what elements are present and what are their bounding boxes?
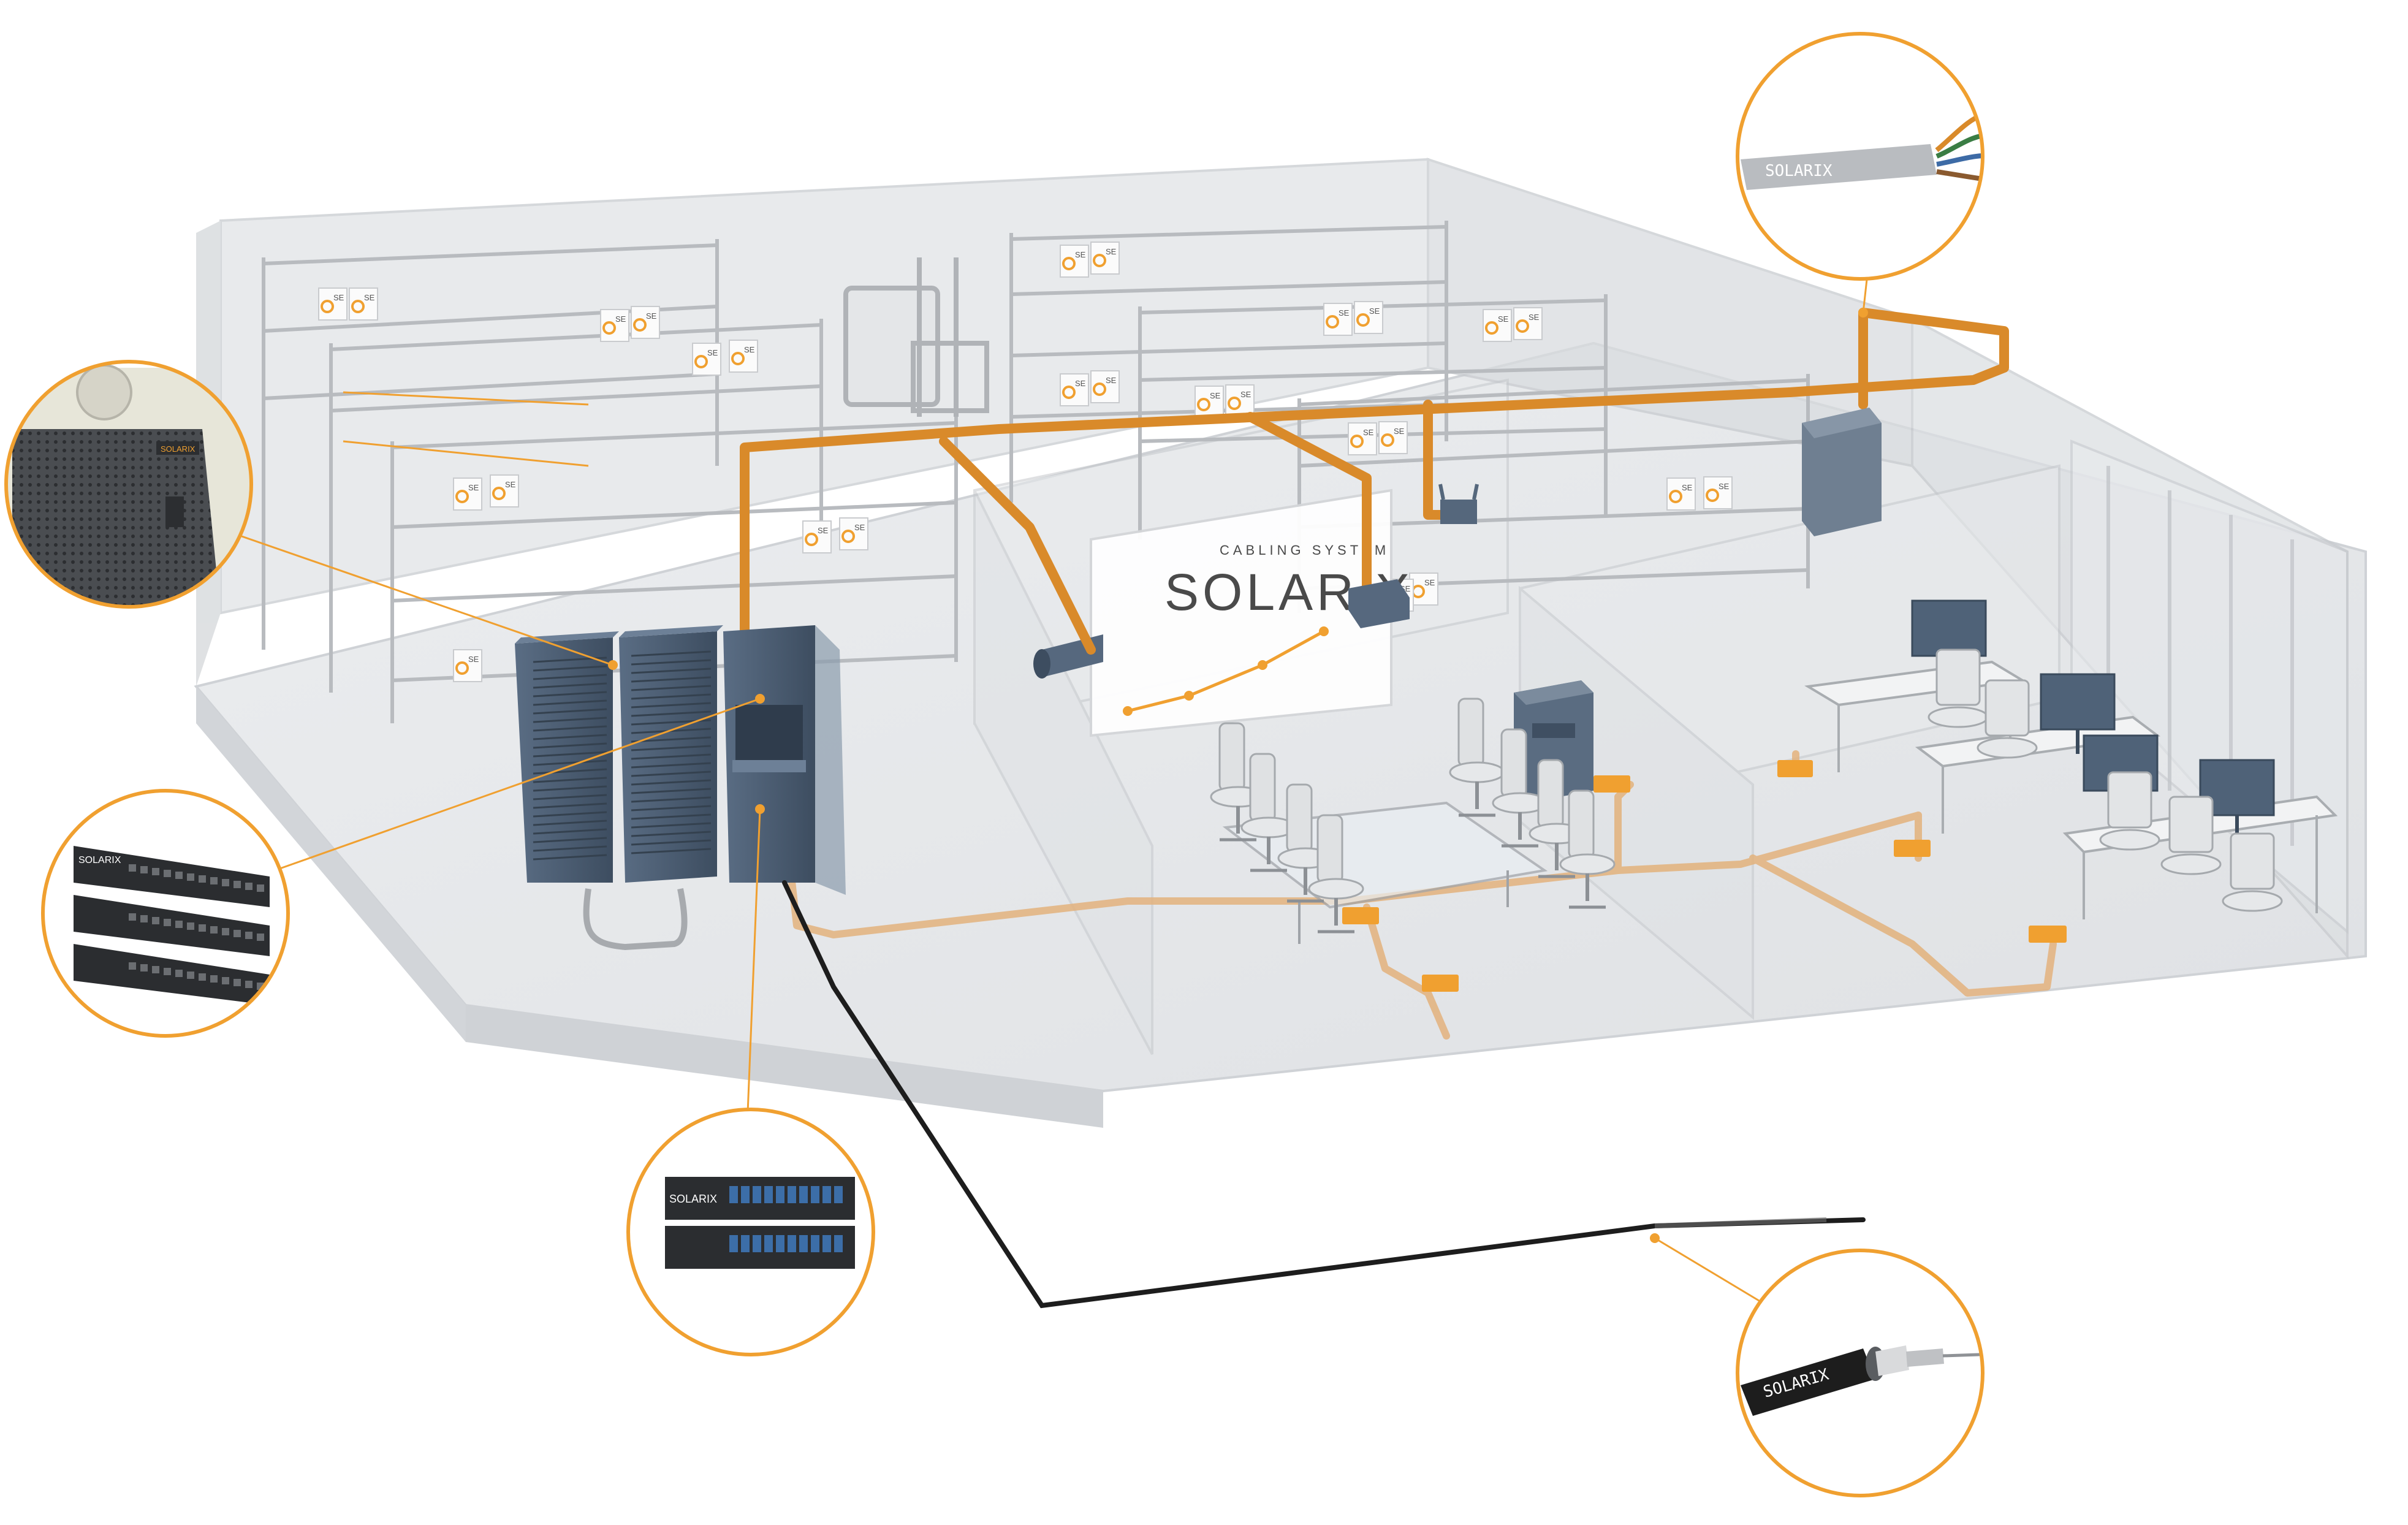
cable-box-label: SE: [1394, 427, 1405, 436]
cable-box-label: SE: [1240, 390, 1251, 399]
office-chair: [2222, 832, 2283, 912]
cable-box-label: SE: [615, 314, 626, 324]
copper-panel-label: SOLARIX: [78, 855, 121, 865]
cable-box-label: SE: [505, 480, 516, 489]
cable-box: SE: [490, 474, 519, 508]
cable-box: SE: [1703, 476, 1733, 509]
cable-box: SE: [1354, 301, 1383, 334]
fiber-panel-label: SOLARIX: [669, 1193, 717, 1205]
rack-3-open: [723, 625, 846, 895]
cable-box-label: SE: [1210, 391, 1221, 400]
floor-boxes: [1342, 760, 2067, 992]
cable-box: SE: [1225, 384, 1255, 417]
cable-box-label: SE: [468, 655, 479, 664]
office-monitors: [1911, 599, 2275, 840]
cable-box-label: SE: [1529, 313, 1540, 322]
cable-box-label: SE: [1424, 578, 1435, 587]
cable-box-label: SE: [468, 483, 479, 492]
cable-box: SE: [1483, 309, 1512, 342]
cable-box-label: SE: [1075, 250, 1086, 259]
cable-box: SE: [600, 309, 629, 342]
cable-box: SE: [1348, 422, 1377, 455]
cable-box: SE: [1195, 386, 1224, 419]
wall-cabinet-icon: SOLARIX: [6, 364, 251, 607]
cable-box-label: SE: [1075, 379, 1086, 388]
copper-patch-panel-icon: SOLARIX: [74, 846, 270, 1005]
cable-box: SE: [453, 477, 482, 511]
office-chair: [1308, 814, 1364, 934]
cable-box: SE: [1409, 572, 1438, 606]
cable-box: SE: [692, 343, 721, 376]
server-tower: [1514, 680, 1593, 803]
wall-cabinet-unit: [1802, 408, 1882, 536]
cable-box-label: SE: [364, 293, 375, 302]
fiber-backbone-cable: [782, 880, 1866, 1309]
monitor: [1911, 599, 1987, 680]
cable-box: SE: [453, 649, 482, 682]
cable-box-label: SE: [1719, 482, 1730, 491]
server-racks: [515, 625, 846, 951]
cable-box-label: SE: [1106, 376, 1117, 385]
cable-box: SE: [1666, 477, 1696, 511]
wall-cabinet-badge: SOLARIX: [161, 444, 196, 454]
cable-box: SE: [802, 520, 832, 553]
office-chairs: [1928, 648, 2283, 912]
office-chair: [1977, 679, 2038, 759]
logo-trace: [1127, 629, 1325, 713]
cable-box-label: SE: [744, 345, 755, 354]
office-chair: [2099, 771, 2160, 851]
forklift: [843, 257, 989, 417]
utp-cable-icon: SOLARIX: [1741, 111, 1983, 190]
logo-tagline: CABLING SYSTEM: [1220, 542, 1389, 558]
cable-box-label: SE: [646, 311, 657, 321]
copper-patch-panel-callout: SOLARIX: [41, 789, 290, 1038]
cable-box-label: SE: [333, 293, 344, 302]
utp-cable-callout: SOLARIX: [1736, 32, 1985, 281]
fiber-cable-callout: SOLARIX: [1736, 1249, 1985, 1497]
cable-box: SE: [1090, 370, 1120, 403]
cable-box: SE: [1060, 373, 1089, 406]
wall-cabinet-callout: SOLARIX: [4, 360, 253, 609]
rack-floor-cables: [583, 888, 688, 951]
cable-box: SE: [1060, 245, 1089, 278]
cable-box: SE: [1323, 303, 1353, 336]
cable-box-label: SE: [1682, 483, 1693, 492]
cable-box-label: SE: [818, 526, 829, 535]
cable-box-label: SE: [854, 523, 865, 532]
cable-box: SE: [349, 287, 378, 321]
cable-box-label: SE: [707, 348, 718, 357]
overhead-cable-tray: [740, 308, 2009, 655]
office-chair: [1449, 698, 1505, 817]
office-chair: [1559, 789, 1616, 909]
fiber-patch-panel-icon: SOLARIX: [665, 1177, 855, 1269]
cable-box: SE: [1090, 241, 1120, 275]
cable-box-label: SE: [1339, 308, 1350, 318]
callout-leaders: [232, 257, 1871, 1313]
conference-chairs: [1210, 698, 1616, 934]
utp-cable-label: SOLARIX: [1765, 162, 1833, 180]
cable-box-label: SE: [1498, 314, 1509, 324]
ceiling-access-point: [1348, 579, 1410, 628]
cable-box: SE: [1378, 421, 1408, 454]
monitor: [2040, 673, 2116, 754]
callout-anchor-dots: [608, 308, 1868, 1243]
cable-box: SE: [729, 340, 758, 373]
cable-box: SE: [1513, 307, 1543, 340]
cable-box-label: SE: [1369, 306, 1380, 316]
wifi-router: [1438, 484, 1479, 524]
cable-box: SE: [839, 517, 868, 550]
shelf-unit-1: [262, 239, 719, 650]
cable-box-label: SE: [1363, 428, 1374, 437]
cable-box: SE: [631, 306, 660, 339]
fiber-patch-panel-callout: SOLARIX: [626, 1108, 875, 1356]
shelf-unit-2: [329, 319, 823, 693]
office-chair: [2160, 796, 2222, 875]
cable-box: SE: [318, 287, 348, 321]
shelf-unit-6: [1297, 374, 1810, 613]
cable-box-label: SE: [1106, 247, 1117, 256]
office-chair: [1928, 648, 1989, 728]
